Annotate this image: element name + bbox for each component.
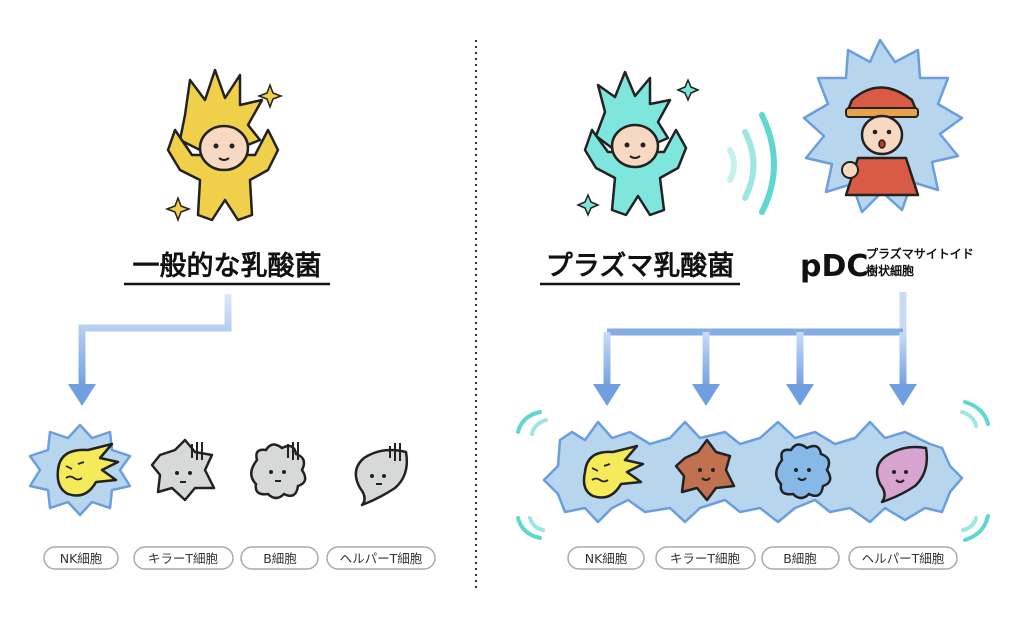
sparkle-icon xyxy=(164,195,192,223)
cell-label-pill: B細胞 xyxy=(761,546,840,570)
pdc-character xyxy=(802,38,964,214)
gloom-lines-icon xyxy=(287,442,299,460)
cell-label: ヘルパーT細胞 xyxy=(862,551,945,566)
left-nk-cell-activated xyxy=(28,423,132,517)
signal-waves-icon xyxy=(727,112,777,215)
cell-label: キラーT細胞 xyxy=(148,551,219,566)
activation-band xyxy=(542,420,964,524)
cell-label: B細胞 xyxy=(783,551,817,566)
cell-label-pill: B細胞 xyxy=(240,546,319,570)
left-killer-t-cell xyxy=(150,438,216,502)
sparkle-icon xyxy=(676,78,700,102)
cell-label: ヘルパーT細胞 xyxy=(340,551,423,566)
right-nk-cell xyxy=(582,444,645,499)
gloom-lines-icon xyxy=(389,443,401,461)
cell-label: キラーT細胞 xyxy=(670,551,741,566)
cell-label-pill: ヘルパーT細胞 xyxy=(848,546,958,570)
right-helper-t-cell xyxy=(875,445,929,504)
pdc-subtitle-line2: 樹状細胞 xyxy=(866,263,914,278)
sparkle-icon xyxy=(576,193,600,217)
plasma-bacteria-character xyxy=(576,70,700,217)
cell-label: B細胞 xyxy=(263,551,297,566)
left-arrow xyxy=(68,294,232,406)
cell-label: NK細胞 xyxy=(60,551,103,566)
right-b-cell xyxy=(775,443,832,500)
left-helper-t-cell xyxy=(354,443,409,507)
gloom-lines-icon xyxy=(191,442,203,460)
right-arrows xyxy=(593,292,917,406)
left-b-cell xyxy=(250,442,307,500)
right-killer-t-cell xyxy=(674,438,736,502)
general-bacteria-character xyxy=(164,68,284,223)
cell-label-pill: キラーT細胞 xyxy=(133,546,234,570)
vibration-waves-icon xyxy=(516,400,990,542)
pdc-subtitle-line1: プラズマサイトイド xyxy=(866,246,974,261)
cell-label-pill: ヘルパーT細胞 xyxy=(326,546,436,570)
cell-label-pill: NK細胞 xyxy=(43,546,119,570)
cell-label-pill: キラーT細胞 xyxy=(655,546,756,570)
general-bacteria-title: 一般的な乳酸菌 xyxy=(133,250,322,282)
plasma-bacteria-title: プラズマ乳酸菌 xyxy=(546,250,734,282)
pdc-label: pDC xyxy=(800,249,868,284)
cell-label-pill: NK細胞 xyxy=(567,546,645,570)
sparkle-icon xyxy=(256,82,284,110)
cell-label: NK細胞 xyxy=(585,551,628,566)
